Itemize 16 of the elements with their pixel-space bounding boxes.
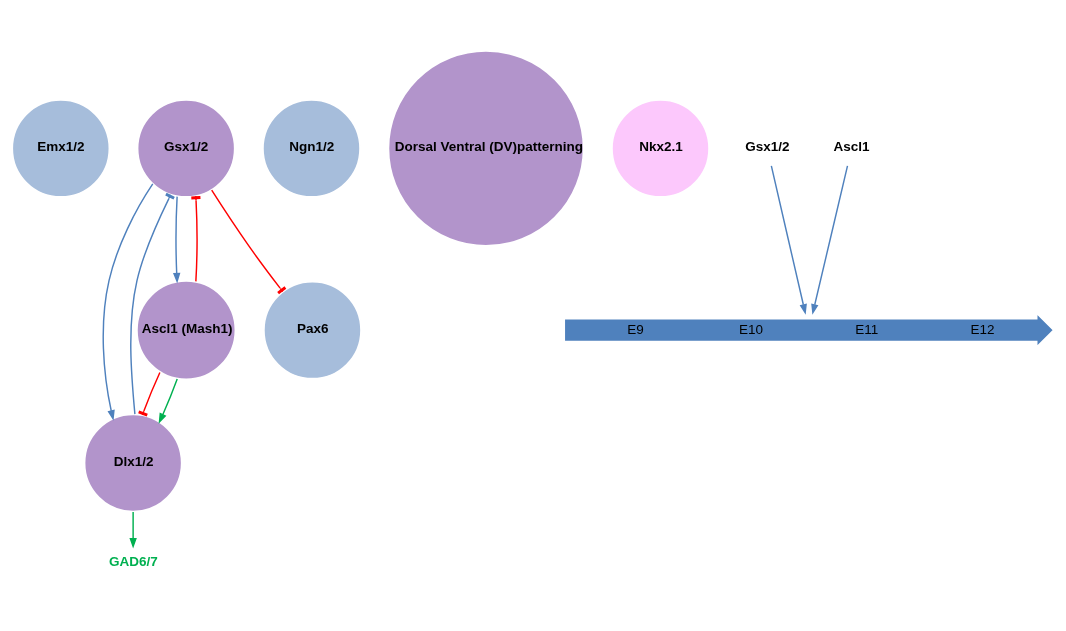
arrow	[172, 195, 181, 283]
arrow	[129, 510, 137, 549]
node-circle: Pax6	[262, 279, 363, 380]
arrow	[102, 182, 154, 421]
arrow	[158, 377, 178, 424]
node-text: Gsx1/2	[745, 138, 790, 154]
connector	[210, 189, 287, 294]
node-circle: Emx1/2	[11, 98, 111, 198]
node-circle: Nkx2.1	[610, 98, 711, 198]
arrow	[770, 164, 807, 315]
node-circle: Dorsal Ventral (DV)patterning	[387, 49, 585, 247]
node-circle: Ngn1/2	[261, 98, 362, 198]
node-text: GAD6/7	[109, 553, 158, 569]
node-text: Ascl1	[833, 138, 870, 154]
node-circle: Ascl1 (Mash1)	[135, 279, 237, 380]
arrow	[811, 164, 849, 315]
